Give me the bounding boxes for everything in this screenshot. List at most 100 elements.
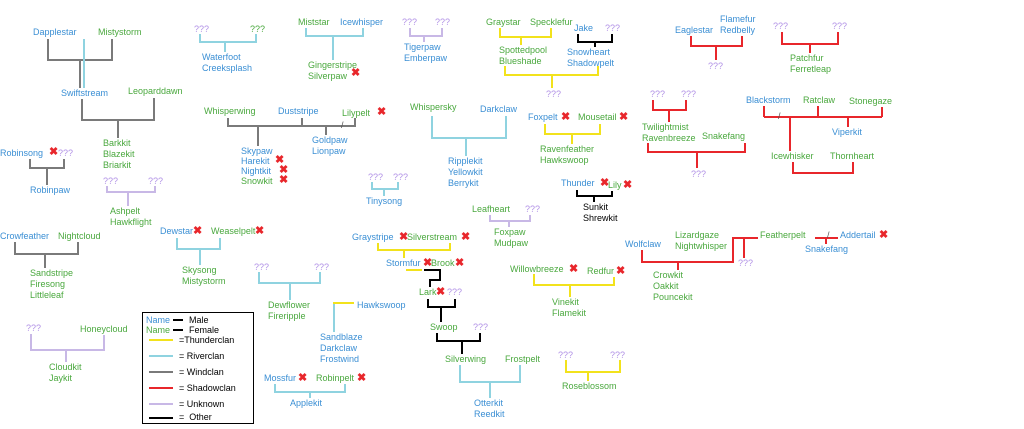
- cat-label-jake-unk: ???: [605, 23, 621, 33]
- cat-label-darkclaw: Darkclaw: [480, 104, 518, 114]
- cat-label-swoop: Swoop: [430, 322, 458, 332]
- cat-label-thunder: Thunder: [561, 178, 595, 188]
- cat-label-barkkit: Barkkit Blazekit Briarkit: [103, 138, 135, 170]
- cat-label-redfur: Redfur: [587, 266, 615, 276]
- cat-label-robinpaw: Robinpaw: [30, 185, 71, 195]
- legend-windclan-label: = Windclan: [179, 367, 224, 377]
- line-tigerpaw-parents: [409, 28, 443, 37]
- cat-label-robinpelt: Robinpelt: [316, 373, 355, 383]
- cat-label-cloudkit: Cloudkit Jaykit: [49, 362, 82, 383]
- red-cross-icon: ✖: [357, 372, 367, 384]
- cat-label-mousetail: Mousetail: [578, 112, 617, 122]
- slash-mark: /: [778, 111, 781, 121]
- cat-label-specklefur: Specklefur: [530, 17, 573, 27]
- line-twilightmist-parents: [652, 100, 687, 111]
- cat-label-jake: Jake: [574, 23, 594, 33]
- cat-label-thunder-unk: ???: [546, 89, 562, 99]
- cat-label-mistystorm: Mistystorm: [98, 27, 142, 37]
- cat-label-dewflower: Dewflower Fireripple: [268, 300, 311, 321]
- line-eaglestar-flamefur: [690, 36, 743, 47]
- red-cross-icon: ✖: [255, 225, 265, 237]
- line-leafheart: [489, 215, 531, 222]
- cat-label-dewstar: Dewstar: [160, 226, 194, 236]
- line-willowbreeze-redfur: [533, 274, 615, 286]
- red-cross-icon: ✖: [561, 111, 571, 123]
- line-tinysong-parents: [371, 182, 399, 190]
- red-cross-icon: ✖: [436, 286, 446, 298]
- cat-label-flamefur: Flamefur Redbelly: [720, 14, 756, 35]
- legend-male-label: Male: [189, 315, 209, 325]
- cat-label-swoop-unk: ???: [473, 322, 489, 332]
- line-icewhisker-thornheart: [792, 162, 854, 174]
- cat-label-otterkit: Otterkit Reedkit: [474, 398, 505, 419]
- cat-label-gingerstripe: Gingerstripe Silverpaw: [308, 60, 358, 81]
- cat-label-eaglestar: Eaglestar: [675, 25, 714, 35]
- cat-label-frostpelt: Frostpelt: [505, 354, 541, 364]
- red-cross-icon: ✖: [600, 177, 610, 189]
- cat-label-whisperwing: Whisperwing: [204, 106, 256, 116]
- cat-label-ravenfeather: Ravenfeather Hawkswoop: [540, 144, 595, 165]
- cat-label-ashpelt-unk2: ???: [148, 176, 164, 186]
- cat-label-skysong: Skysong Mistystorm: [182, 265, 226, 286]
- cat-label-dewflower-unk1: ???: [254, 262, 270, 272]
- cat-label-graystar: Graystar: [486, 17, 521, 27]
- line-patchfur-parents: [781, 32, 839, 45]
- cat-label-snakefang-bottom: Snakefang: [805, 244, 849, 254]
- riverclan-lines: [83, 28, 521, 398]
- line-crowfeather-nightcloud: [14, 242, 79, 255]
- legend-shadowclan-label: = Shadowclan: [179, 383, 236, 393]
- cat-label-spottedpool: Spottedpool Blueshade: [499, 45, 548, 66]
- red-cross-icon: ✖: [279, 164, 289, 176]
- red-cross-icon: ✖: [455, 257, 465, 269]
- cat-label-sandblaze: Sandblaze Darkclaw Frostwind: [320, 332, 363, 364]
- line-lark: [427, 299, 456, 308]
- cat-label-twilight-unk3: ???: [691, 169, 707, 179]
- cat-label-ashpelt: Ashpelt Hawkflight: [110, 206, 152, 227]
- cat-label-weaselpelt: Weaselpelt: [211, 226, 256, 236]
- cat-label-rose-unk2: ???: [610, 350, 626, 360]
- cat-label-dewflower-unk2: ???: [314, 262, 330, 272]
- cat-label-lizardgaze: Lizardgaze Nightwhisper: [675, 230, 728, 251]
- cat-label-waterfoot: Waterfoot Creeksplash: [202, 52, 253, 73]
- cat-label-tinysong-unk1: ???: [368, 172, 384, 182]
- cat-label-lilypelt: Lilypelt: [342, 108, 371, 118]
- cat-label-waterfoot-unk1: ???: [194, 24, 210, 34]
- cat-label-whispersky: Whispersky: [410, 102, 457, 112]
- red-cross-icon: ✖: [399, 231, 409, 243]
- cat-label-unk-honey: ???: [26, 323, 42, 333]
- red-cross-icon: ✖: [298, 372, 308, 384]
- line-swiftstream-leoparddawn: [81, 98, 155, 121]
- cat-label-tinysong-unk2: ???: [393, 172, 409, 182]
- line-whisperwing-lilypelt: [227, 118, 356, 127]
- cat-label-dapplestar: Dapplestar: [33, 27, 77, 37]
- legend-unknown-label: = Unknown: [179, 399, 225, 409]
- legend-female-label: Female: [189, 325, 220, 335]
- cat-label-tigerpaw: Tigerpaw Emberpaw: [404, 42, 448, 63]
- cat-label-twilightmist: Twilightmist Ravenbreeze: [642, 122, 696, 143]
- cat-label-twilight-unk1: ???: [650, 89, 666, 99]
- cat-label-leafheart-unk: ???: [525, 204, 541, 214]
- cat-label-feather-unk: ???: [738, 258, 754, 268]
- line-dewflower-parents: [258, 272, 321, 284]
- cat-label-snowkit: Snowkit: [241, 176, 273, 186]
- cat-label-crowfeather: Crowfeather: [0, 231, 50, 241]
- line-roseblossom-parents: [565, 360, 621, 373]
- line-twilight-snakefang: [647, 143, 746, 153]
- red-cross-icon: ✖: [279, 174, 289, 186]
- cat-label-waterfoot-unk2: ???: [250, 24, 266, 34]
- cat-label-sandstripe: Sandstripe Firesong Littleleaf: [30, 268, 74, 300]
- cat-label-lark-unk: ???: [447, 287, 463, 297]
- line-mossfur-robinpelt: [274, 384, 346, 393]
- cat-label-nightcloud: Nightcloud: [58, 231, 101, 241]
- line-silverwing-frostpelt: [459, 365, 521, 383]
- cat-label-icewhisper: Icewhisper: [340, 17, 384, 27]
- cat-label-lark: Lark: [419, 287, 437, 297]
- cat-label-patch-unk1: ???: [773, 21, 789, 31]
- cat-label-brook: Brook: [431, 258, 455, 268]
- line-brook-lark: [424, 269, 441, 287]
- cat-label-applekit: Applekit: [290, 398, 323, 408]
- cat-label-hawkswoop-top: Hawkswoop: [357, 300, 406, 310]
- cat-label-tinysong: Tinysong: [366, 196, 403, 206]
- line-miststar-icewhisper: [305, 28, 364, 37]
